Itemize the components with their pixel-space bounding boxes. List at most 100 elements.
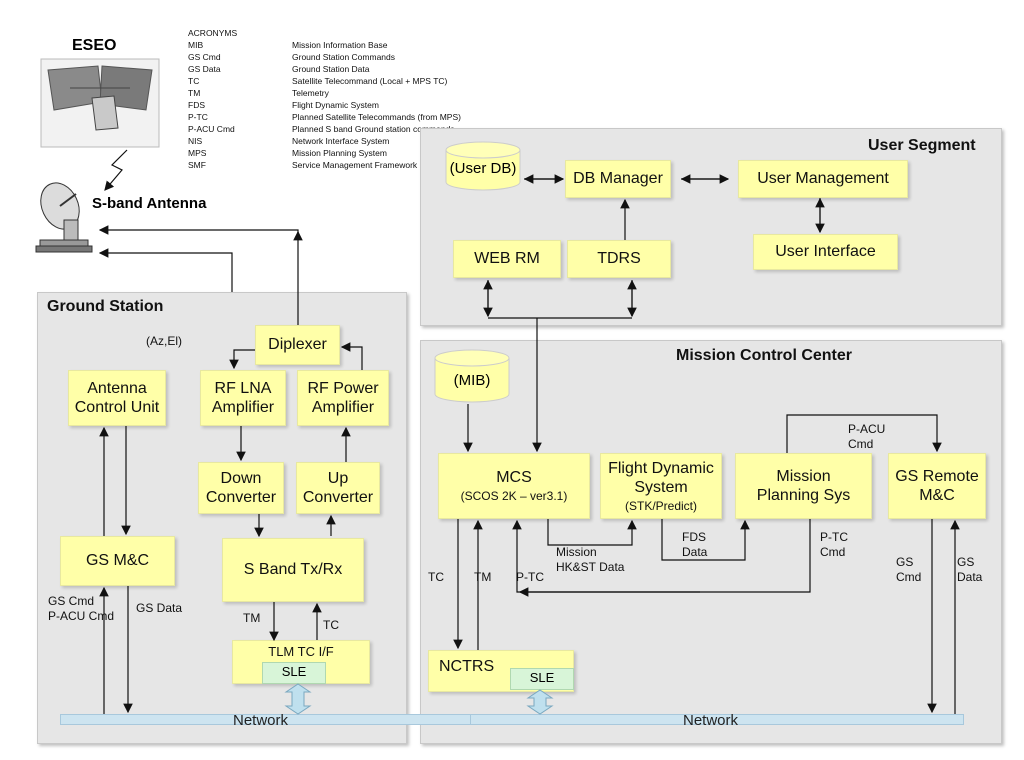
fds-data-label: FDS Data	[682, 530, 708, 559]
acronym-abbr: MIB	[188, 40, 204, 50]
satellite-icon	[40, 58, 160, 148]
gs-data-label: GS Data	[136, 601, 183, 615]
acronym-meaning: Network Interface System	[292, 136, 390, 146]
ground-station-title: Ground Station	[47, 298, 164, 315]
mcs-to-fds-line	[547, 519, 637, 546]
sle-box-mcc: SLE	[510, 668, 574, 690]
acronym-abbr: TM	[188, 88, 201, 98]
acronym-abbr: MPS	[188, 148, 207, 158]
database-icon	[445, 141, 521, 191]
tdrs-box: TDRS	[567, 240, 671, 278]
power-to-diplexer-line	[340, 342, 363, 370]
tdrs-label: TDRS	[597, 250, 641, 268]
flight-dynamic-label: Flight Dynamic System	[608, 459, 714, 496]
mcs-label: MCS	[496, 469, 532, 487]
acronym-meaning: Telemetry	[292, 88, 329, 98]
sle-double-arrow-mcc	[526, 689, 554, 715]
db-manager-box: DB Manager	[565, 160, 671, 198]
acronym-abbr: GS Data	[188, 64, 221, 74]
rf-lna-box: RF LNA Amplifier	[200, 370, 286, 426]
acronym-meaning: Mission Information Base	[292, 40, 388, 50]
rf-power-box: RF Power Amplifier	[297, 370, 389, 426]
tc-mcc-label: TC	[428, 570, 444, 584]
gs-remote-box: GS Remote M&C	[888, 453, 986, 519]
gs-cmd-pacu-label: GS Cmd P-ACU Cmd	[48, 594, 115, 623]
mib-cylinder	[433, 348, 511, 404]
db-manager-label: DB Manager	[573, 170, 663, 188]
mib-label: (MIB)	[453, 372, 491, 389]
acronym-meaning: Flight Dynamic System	[292, 100, 379, 110]
flight-dynamic-sublabel: (STK/Predict)	[624, 498, 697, 513]
acronyms-meaning-list: Mission Information Base Ground Station …	[292, 39, 461, 171]
mission-planning-box: Mission Planning Sys	[735, 453, 872, 519]
rf-lna-label: RF LNA Amplifier	[211, 379, 275, 416]
gs-data-mcc-label: GS Data	[957, 555, 983, 584]
acronym-meaning: Service Management Framework	[292, 160, 418, 170]
mission-hk-label: Mission HK&ST Data	[556, 545, 625, 574]
mps-to-gsremote-line	[786, 414, 942, 453]
up-converter-box: Up Converter	[296, 462, 380, 514]
down-converter-box: Down Converter	[198, 462, 284, 514]
network-bar-mcc	[470, 714, 964, 725]
nctrs-label: NCTRS	[439, 658, 495, 675]
acronym-abbr: FDS	[188, 100, 205, 110]
sle-label-ground: SLE	[281, 664, 307, 679]
acu-to-antenna-line	[98, 248, 233, 292]
diplexer-label: Diplexer	[268, 336, 327, 354]
gs-mc-box: GS M&C	[60, 536, 175, 586]
acronym-abbr: NIS	[188, 136, 203, 146]
tlm-tc-if-label: TLM TC I/F	[268, 644, 334, 659]
sle-label-mcc: SLE	[529, 670, 555, 685]
diplexer-to-lna-line	[229, 349, 255, 370]
user-db-label: (User DB)	[449, 160, 517, 177]
acronym-meaning: Planned S band Ground station commands	[292, 124, 455, 134]
sle-double-arrow-ground	[284, 683, 312, 715]
antenna-dish-icon	[35, 182, 93, 253]
down-converter-label: Down Converter	[205, 469, 277, 506]
sband-txrx-label: S Band Tx/Rx	[243, 561, 343, 579]
az-el-label: (Az,El)	[146, 334, 182, 348]
acronym-meaning: Ground Station Data	[292, 64, 370, 74]
ptc-cmd-label: P-TC Cmd	[820, 530, 848, 559]
acronym-abbr: SMF	[188, 160, 206, 170]
gs-mc-label: GS M&C	[85, 552, 150, 570]
acronym-meaning: Planned Satellite Telecommands (from MPS…	[292, 112, 461, 122]
tc-ground-label: TC	[323, 618, 339, 632]
acronym-abbr: GS Cmd	[188, 52, 221, 62]
tm-mcc-label: TM	[474, 570, 492, 584]
user-interface-label: User Interface	[775, 243, 876, 261]
diplexer-box: Diplexer	[255, 325, 340, 365]
antenna-control-unit-label: Antenna Control Unit	[74, 379, 160, 416]
ptc-mcc-label: P-TC	[516, 570, 544, 584]
network-label-mcc: Network	[683, 712, 739, 729]
gs-cmd-mcc-label: GS Cmd	[896, 555, 922, 584]
pacu-cmd-label: P-ACU Cmd	[848, 422, 886, 451]
sband-txrx-box: S Band Tx/Rx	[222, 538, 364, 602]
mcs-box: MCS (SCOS 2K – ver3.1)	[438, 453, 590, 519]
antenna-label: S-band Antenna	[92, 195, 207, 212]
acronym-meaning: Ground Station Commands	[292, 52, 395, 62]
fds-to-mps-line	[661, 519, 750, 561]
user-segment-title: User Segment	[868, 137, 976, 154]
diplexer-antenna-line	[98, 225, 299, 325]
rf-power-label: RF Power Amplifier	[307, 379, 379, 416]
user-db-cylinder	[444, 140, 522, 192]
web-rm-label: WEB RM	[474, 250, 540, 268]
flight-dynamic-box: Flight Dynamic System (STK/Predict)	[600, 453, 722, 519]
tm-ground-label: TM	[243, 611, 261, 625]
mission-planning-label: Mission Planning Sys	[756, 467, 851, 504]
web-rm-box: WEB RM	[453, 240, 561, 278]
acronym-meaning: Satellite Telecommand (Local + MPS TC)	[292, 76, 448, 86]
antenna-control-unit-box: Antenna Control Unit	[68, 370, 166, 426]
acronym-abbr: P-TC	[188, 112, 208, 122]
acronym-meaning: Mission Planning System	[292, 148, 387, 158]
gs-remote-label: GS Remote M&C	[895, 467, 979, 504]
database-icon	[434, 349, 510, 403]
mission-control-title: Mission Control Center	[676, 347, 853, 364]
radio-link-line	[104, 149, 128, 191]
mcs-sublabel: (SCOS 2K – ver3.1)	[460, 489, 568, 504]
acronyms-abbr-list: MIB GS Cmd GS Data TC TM FDS P-TC P-ACU …	[188, 39, 235, 171]
user-management-box: User Management	[738, 160, 908, 198]
satellite-name: ESEO	[72, 37, 117, 54]
